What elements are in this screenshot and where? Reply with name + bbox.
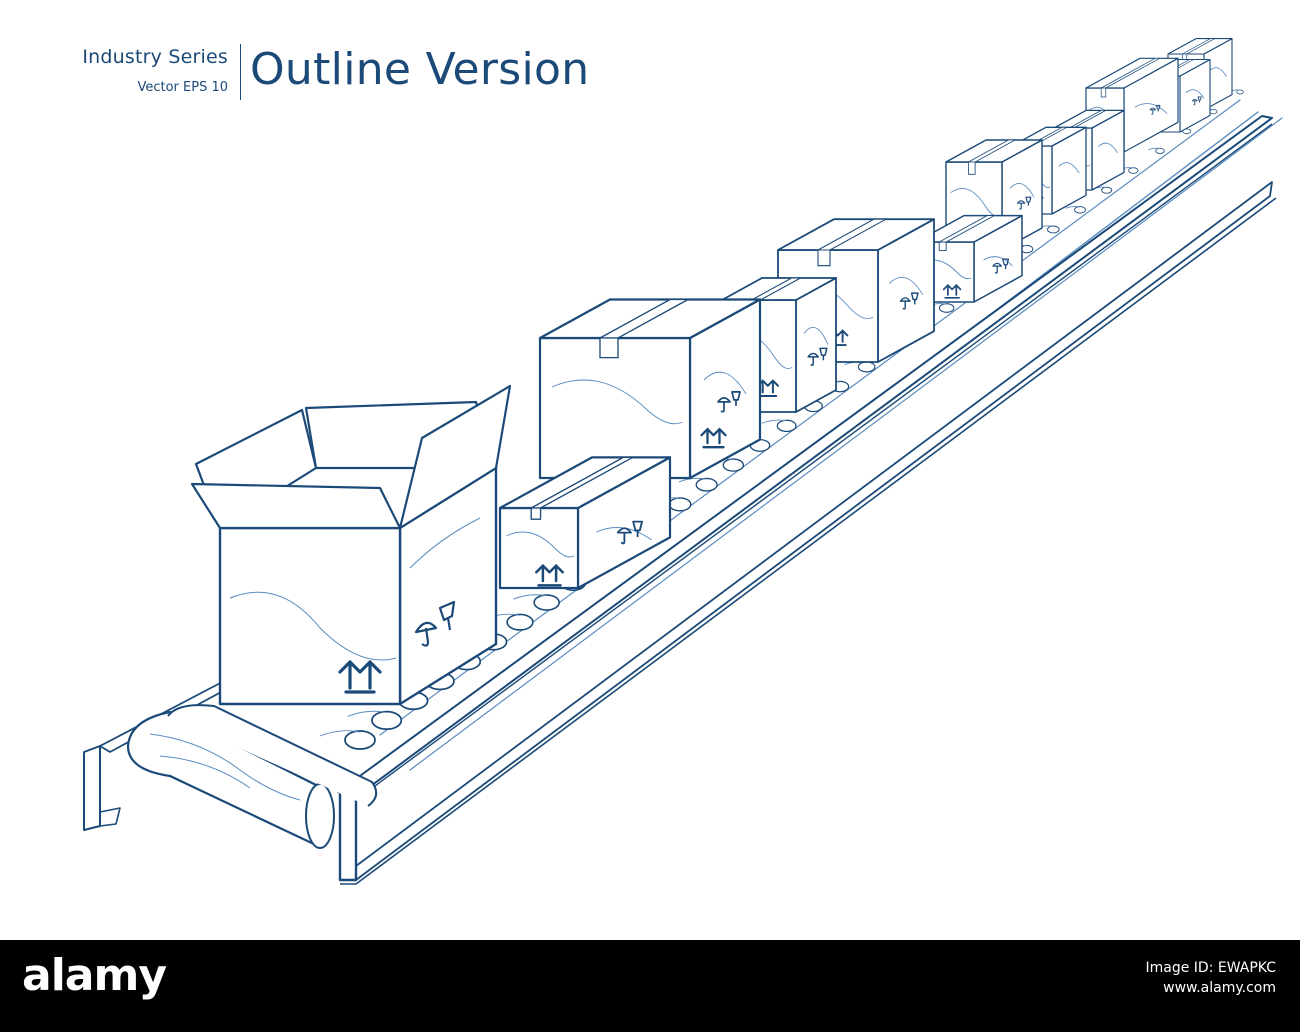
series-label: Industry Series: [82, 46, 228, 68]
fragile-glass-icon: [1025, 196, 1032, 206]
roller: [927, 303, 955, 313]
fragile-glass-icon: [731, 391, 741, 406]
roller: [347, 710, 403, 731]
watermark-footer: alamy Image ID: EWAPKC www.alamy.com: [0, 940, 1300, 1032]
roller: [1148, 147, 1165, 154]
image-id-block: Image ID: EWAPKC www.alamy.com: [1145, 958, 1276, 998]
roller: [706, 458, 745, 472]
fragile-glass-icon: [910, 292, 919, 305]
image-id-label: Image ID: EWAPKC: [1145, 960, 1276, 976]
keep-dry-umbrella-icon: [899, 297, 911, 310]
roller: [513, 594, 560, 611]
fragile-glass-icon: [1197, 96, 1202, 103]
roller: [678, 477, 718, 492]
illustration-area: Industry Series Vector EPS 10 Outline Ve…: [82, 38, 1283, 885]
fragile-glass-icon: [1155, 104, 1161, 112]
front-roller: [126, 704, 378, 849]
alamy-logo: alamy: [22, 950, 167, 1001]
this-way-up-arrow-icon: [700, 427, 727, 449]
keep-dry-umbrella-icon: [616, 527, 632, 545]
keep-dry-umbrella-icon: [1017, 200, 1026, 210]
this-way-up-arrow-icon: [756, 379, 779, 397]
open-cardboard-box: [190, 384, 512, 706]
site-url-label: www.alamy.com: [1163, 980, 1276, 996]
roller: [761, 419, 797, 433]
keep-dry-umbrella-icon: [1191, 98, 1198, 106]
roller: [319, 730, 376, 750]
cardboard-box: [498, 456, 672, 590]
roller: [1065, 205, 1086, 214]
page-title: Outline Version: [250, 44, 590, 95]
keep-dry-umbrella-icon: [414, 621, 438, 647]
format-label: Vector EPS 10: [137, 80, 228, 95]
keep-dry-umbrella-icon: [717, 397, 731, 413]
keep-dry-umbrella-icon: [992, 262, 1003, 274]
fragile-glass-icon: [438, 600, 456, 631]
fragile-glass-icon: [632, 520, 643, 538]
roller: [1092, 186, 1113, 194]
title-divider: [240, 44, 241, 100]
cardboard-box: [538, 298, 762, 480]
roller: [1037, 225, 1060, 234]
this-way-up-arrow-icon: [535, 563, 564, 587]
roller: [844, 361, 876, 373]
fragile-glass-icon: [1002, 258, 1010, 269]
roller: [1120, 167, 1139, 174]
conveyor-illustration: [83, 38, 1283, 885]
this-way-up-arrow-icon: [942, 283, 962, 299]
this-way-up-arrow-icon: [338, 660, 382, 694]
keep-dry-umbrella-icon: [1149, 107, 1156, 115]
roller: [1231, 89, 1244, 95]
fragile-glass-icon: [819, 347, 828, 361]
cardboard-boxes: [190, 38, 1233, 706]
keep-dry-umbrella-icon: [807, 352, 820, 366]
